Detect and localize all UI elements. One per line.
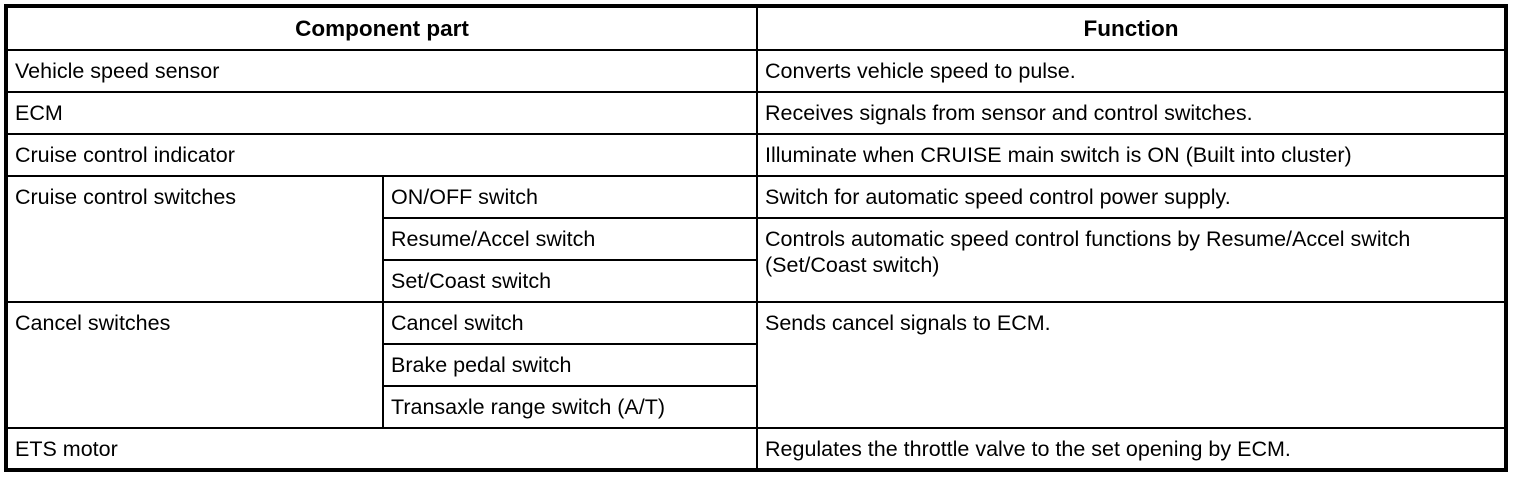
cell-subcomponent-transaxle-range-switch: Transaxle range switch (A/T) (382, 385, 758, 429)
cell-function-cancel-switches: Sends cancel signals to ECM. (756, 301, 1507, 429)
component-label: Cancel switches (15, 311, 171, 335)
subcomponent-label: Cancel switch (391, 311, 524, 335)
function-label: Illuminate when CRUISE main switch is ON… (765, 143, 1352, 167)
table-row: Cruise control switches ON/OFF switch Sw… (5, 175, 1507, 303)
component-label: Cruise control indicator (15, 143, 235, 167)
cell-function-cruise-control-indicator: Illuminate when CRUISE main switch is ON… (756, 133, 1507, 177)
table-row: Vehicle speed sensor Converts vehicle sp… (5, 49, 1507, 93)
column-header-component-part-label: Component part (295, 16, 469, 42)
component-function-table: Component part Function Vehicle speed se… (4, 4, 1508, 472)
component-label: ETS motor (15, 437, 118, 461)
cell-function-vehicle-speed-sensor: Converts vehicle speed to pulse. (756, 49, 1507, 93)
cell-function-resume-accel-set-coast: Controls automatic speed control functio… (756, 217, 1507, 303)
table-row: ETS motor Regulates the throttle valve t… (5, 427, 1507, 471)
function-label: Switch for automatic speed control power… (765, 185, 1231, 209)
subcomponent-label: ON/OFF switch (391, 185, 538, 209)
table-body: Vehicle speed sensor Converts vehicle sp… (5, 49, 1507, 471)
cell-component-cruise-control-indicator: Cruise control indicator (5, 133, 758, 177)
table-row: Cancel switches Cancel switch Sends canc… (5, 301, 1507, 429)
table-row: Resume/Accel switch Controls automatic s… (6, 217, 1507, 303)
cell-subcomponent-cancel-switch: Cancel switch (382, 301, 758, 345)
table-header: Component part Function (5, 5, 1507, 51)
cell-component-cancel-switches: Cancel switches (5, 301, 384, 429)
function-label: Controls automatic speed control functio… (765, 227, 1411, 278)
cell-function-ets-motor: Regulates the throttle valve to the set … (756, 427, 1507, 471)
cell-subcomponent-on-off-switch: ON/OFF switch (382, 175, 758, 219)
table-header-row: Component part Function (5, 5, 1507, 51)
subcomponent-label: Set/Coast switch (391, 269, 552, 293)
column-header-function-label: Function (1083, 16, 1179, 42)
cell-subcomponent-resume-accel-switch: Resume/Accel switch (382, 217, 758, 261)
column-header-function: Function (756, 5, 1507, 51)
cell-subcomponent-brake-pedal-switch: Brake pedal switch (382, 343, 758, 387)
function-label: Receives signals from sensor and control… (765, 101, 1253, 125)
component-label: ECM (15, 101, 63, 125)
table-row: ECM Receives signals from sensor and con… (5, 91, 1507, 135)
subcomponent-label: Brake pedal switch (391, 353, 572, 377)
function-label: Sends cancel signals to ECM. (765, 311, 1051, 335)
cell-component-ecm: ECM (5, 91, 758, 135)
component-label: Vehicle speed sensor (15, 59, 220, 83)
component-label: Cruise control switches (15, 185, 237, 209)
subcomponent-label: Resume/Accel switch (391, 227, 596, 251)
table-row: Transaxle range switch (A/T) (6, 385, 1506, 429)
cell-component-vehicle-speed-sensor: Vehicle speed sensor (5, 49, 758, 93)
subcomponent-label: Transaxle range switch (A/T) (391, 395, 666, 419)
cell-subcomponent-set-coast-switch: Set/Coast switch (382, 259, 758, 303)
table-row: Set/Coast switch (6, 259, 1506, 303)
column-header-component-part: Component part (5, 5, 758, 51)
cell-component-ets-motor: ETS motor (5, 427, 758, 471)
function-label: Converts vehicle speed to pulse. (765, 59, 1076, 83)
cell-function-ecm: Receives signals from sensor and control… (756, 91, 1507, 135)
table-row: Cruise control indicator Illuminate when… (5, 133, 1507, 177)
cell-function-on-off-switch: Switch for automatic speed control power… (756, 175, 1507, 219)
function-label: Regulates the throttle valve to the set … (765, 437, 1291, 461)
table-row: Brake pedal switch (6, 343, 1506, 387)
cell-component-cruise-control-switches: Cruise control switches (5, 175, 384, 303)
